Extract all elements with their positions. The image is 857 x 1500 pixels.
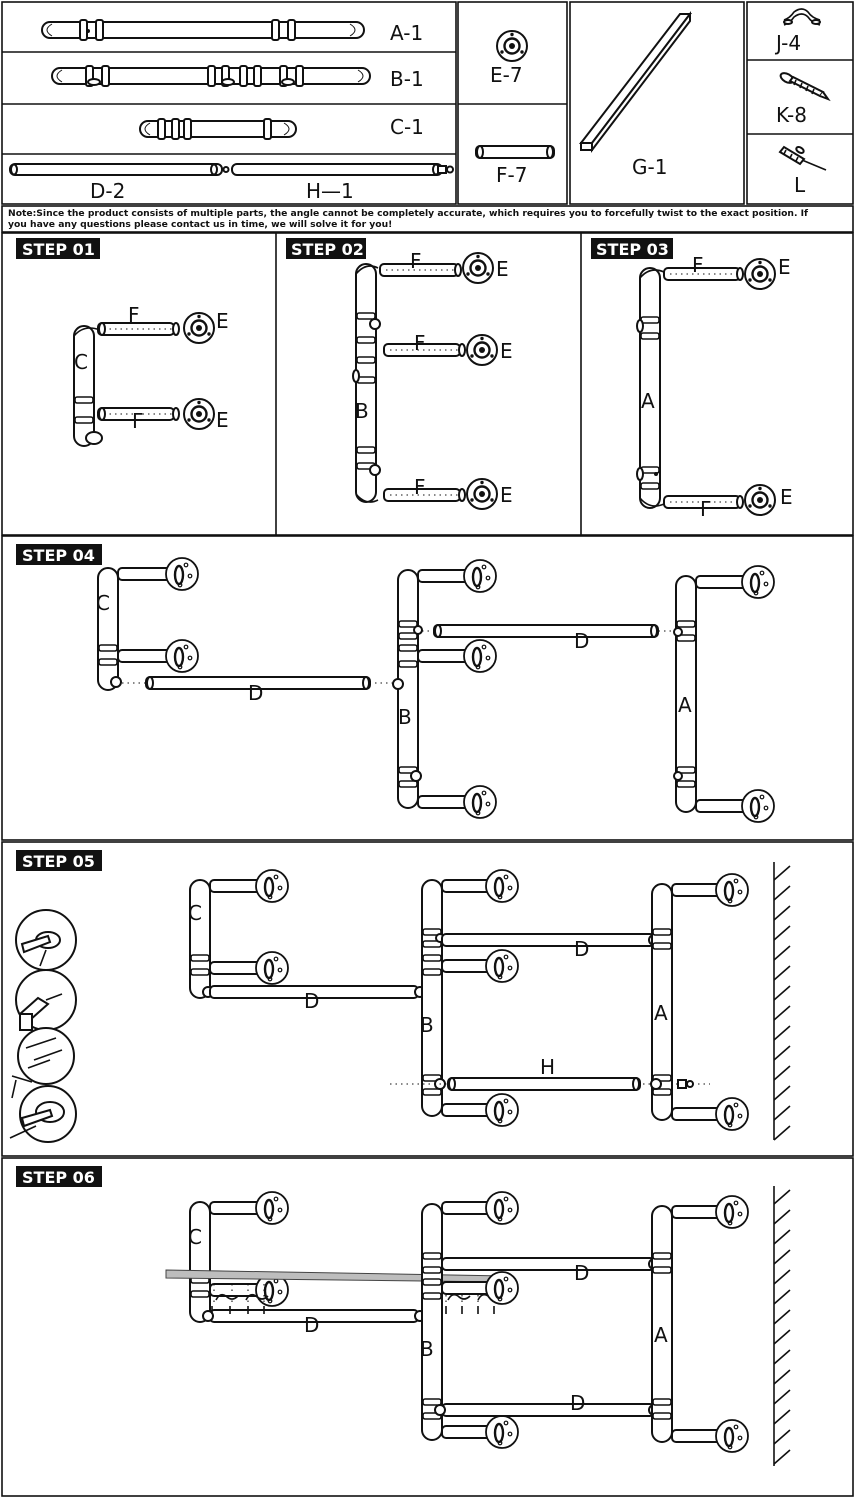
label-f: F <box>410 249 422 273</box>
step-06: STEP 06 C D <box>16 1166 791 1466</box>
install-steps-illustration <box>9 909 77 1143</box>
step-03-badge <box>591 238 673 259</box>
label-h: H <box>540 1055 555 1079</box>
label-b: B <box>420 1337 434 1361</box>
label-e: E <box>496 257 509 281</box>
part-h1-drawing <box>231 163 454 176</box>
label-d: D <box>304 989 319 1013</box>
wall-hatching <box>773 862 791 1141</box>
shelf-board <box>165 1269 507 1283</box>
part-e7-label: E-7 <box>490 63 523 87</box>
label-b: B <box>355 399 369 423</box>
step-05-badge <box>16 850 102 871</box>
part-j4-label: J-4 <box>774 31 801 55</box>
note-box: Note:Since the product consists of multi… <box>1 205 854 233</box>
step-02-badge <box>286 238 366 259</box>
part-b1-drawing <box>51 65 371 87</box>
part-g1-label: G-1 <box>632 155 667 179</box>
label-f: F <box>700 497 712 521</box>
step-05-title: STEP 05 <box>22 852 95 871</box>
label-a: A <box>641 389 655 413</box>
step-04: STEP 04 C D B <box>16 544 776 824</box>
label-d: D <box>304 1313 319 1337</box>
label-e: E <box>216 309 229 333</box>
label-b: B <box>420 1013 434 1037</box>
step-02: STEP 02 B F F F E E E <box>286 238 513 511</box>
part-k8-label: K-8 <box>776 103 807 127</box>
clamp-icon <box>783 8 821 26</box>
step-03-title: STEP 03 <box>596 240 669 259</box>
label-c: C <box>74 350 88 374</box>
step-06-title: STEP 06 <box>22 1168 95 1187</box>
label-a: A <box>678 693 692 717</box>
label-f: F <box>414 331 426 355</box>
label-c: C <box>96 591 110 615</box>
label-a: A <box>654 1323 668 1347</box>
part-f7-label: F-7 <box>496 163 527 187</box>
label-a: A <box>654 1001 668 1025</box>
part-c1-label: C-1 <box>390 115 424 139</box>
label-d: D <box>574 1261 589 1285</box>
label-d: D <box>248 681 263 705</box>
screw-icon <box>779 72 831 102</box>
label-c: C <box>188 1225 202 1249</box>
label-d: D <box>570 1391 585 1415</box>
label-e: E <box>216 408 229 432</box>
part-c1-drawing <box>139 118 297 140</box>
step-06-badge <box>16 1166 102 1187</box>
wall-anchor-icon <box>778 145 827 171</box>
parts-list: A-1 B-1 C-1 <box>1 1 854 205</box>
label-e: E <box>500 339 513 363</box>
note-line-1: Note:Since the product consists of multi… <box>8 208 809 219</box>
step-02-title: STEP 02 <box>291 240 364 259</box>
label-e: E <box>778 255 791 279</box>
step-01-title: STEP 01 <box>22 240 95 259</box>
label-f: F <box>692 253 704 277</box>
part-a1-drawing <box>41 19 365 41</box>
label-d: D <box>574 629 589 653</box>
note-line-2: you have any questions please contact us… <box>8 219 392 230</box>
step-04-title: STEP 04 <box>22 546 95 565</box>
label-e: E <box>500 483 513 507</box>
step-03: STEP 03 A F F E E <box>591 238 793 521</box>
label-e: E <box>780 485 793 509</box>
label-b: B <box>398 705 412 729</box>
step-04-badge <box>16 544 102 565</box>
label-c: C <box>188 901 202 925</box>
part-l-label: L <box>794 173 806 197</box>
part-a1-label: A-1 <box>390 21 423 45</box>
step-01: STEP 01 C F F E E <box>16 238 229 447</box>
label-f: F <box>414 475 426 499</box>
part-d2-drawing <box>9 163 230 176</box>
part-g1-board <box>578 11 693 153</box>
label-f: F <box>132 409 144 433</box>
part-f7-drawing <box>475 145 555 159</box>
step-01-badge <box>16 238 100 259</box>
part-d2-label: D-2 <box>90 179 125 203</box>
flange-icon <box>495 29 529 63</box>
label-f: F <box>128 303 140 327</box>
part-b1-label: B-1 <box>390 67 424 91</box>
part-h1-label: H—1 <box>306 179 354 203</box>
wall-hatching <box>773 1186 791 1466</box>
label-d: D <box>574 937 589 961</box>
step-05: STEP 05 <box>9 850 791 1143</box>
